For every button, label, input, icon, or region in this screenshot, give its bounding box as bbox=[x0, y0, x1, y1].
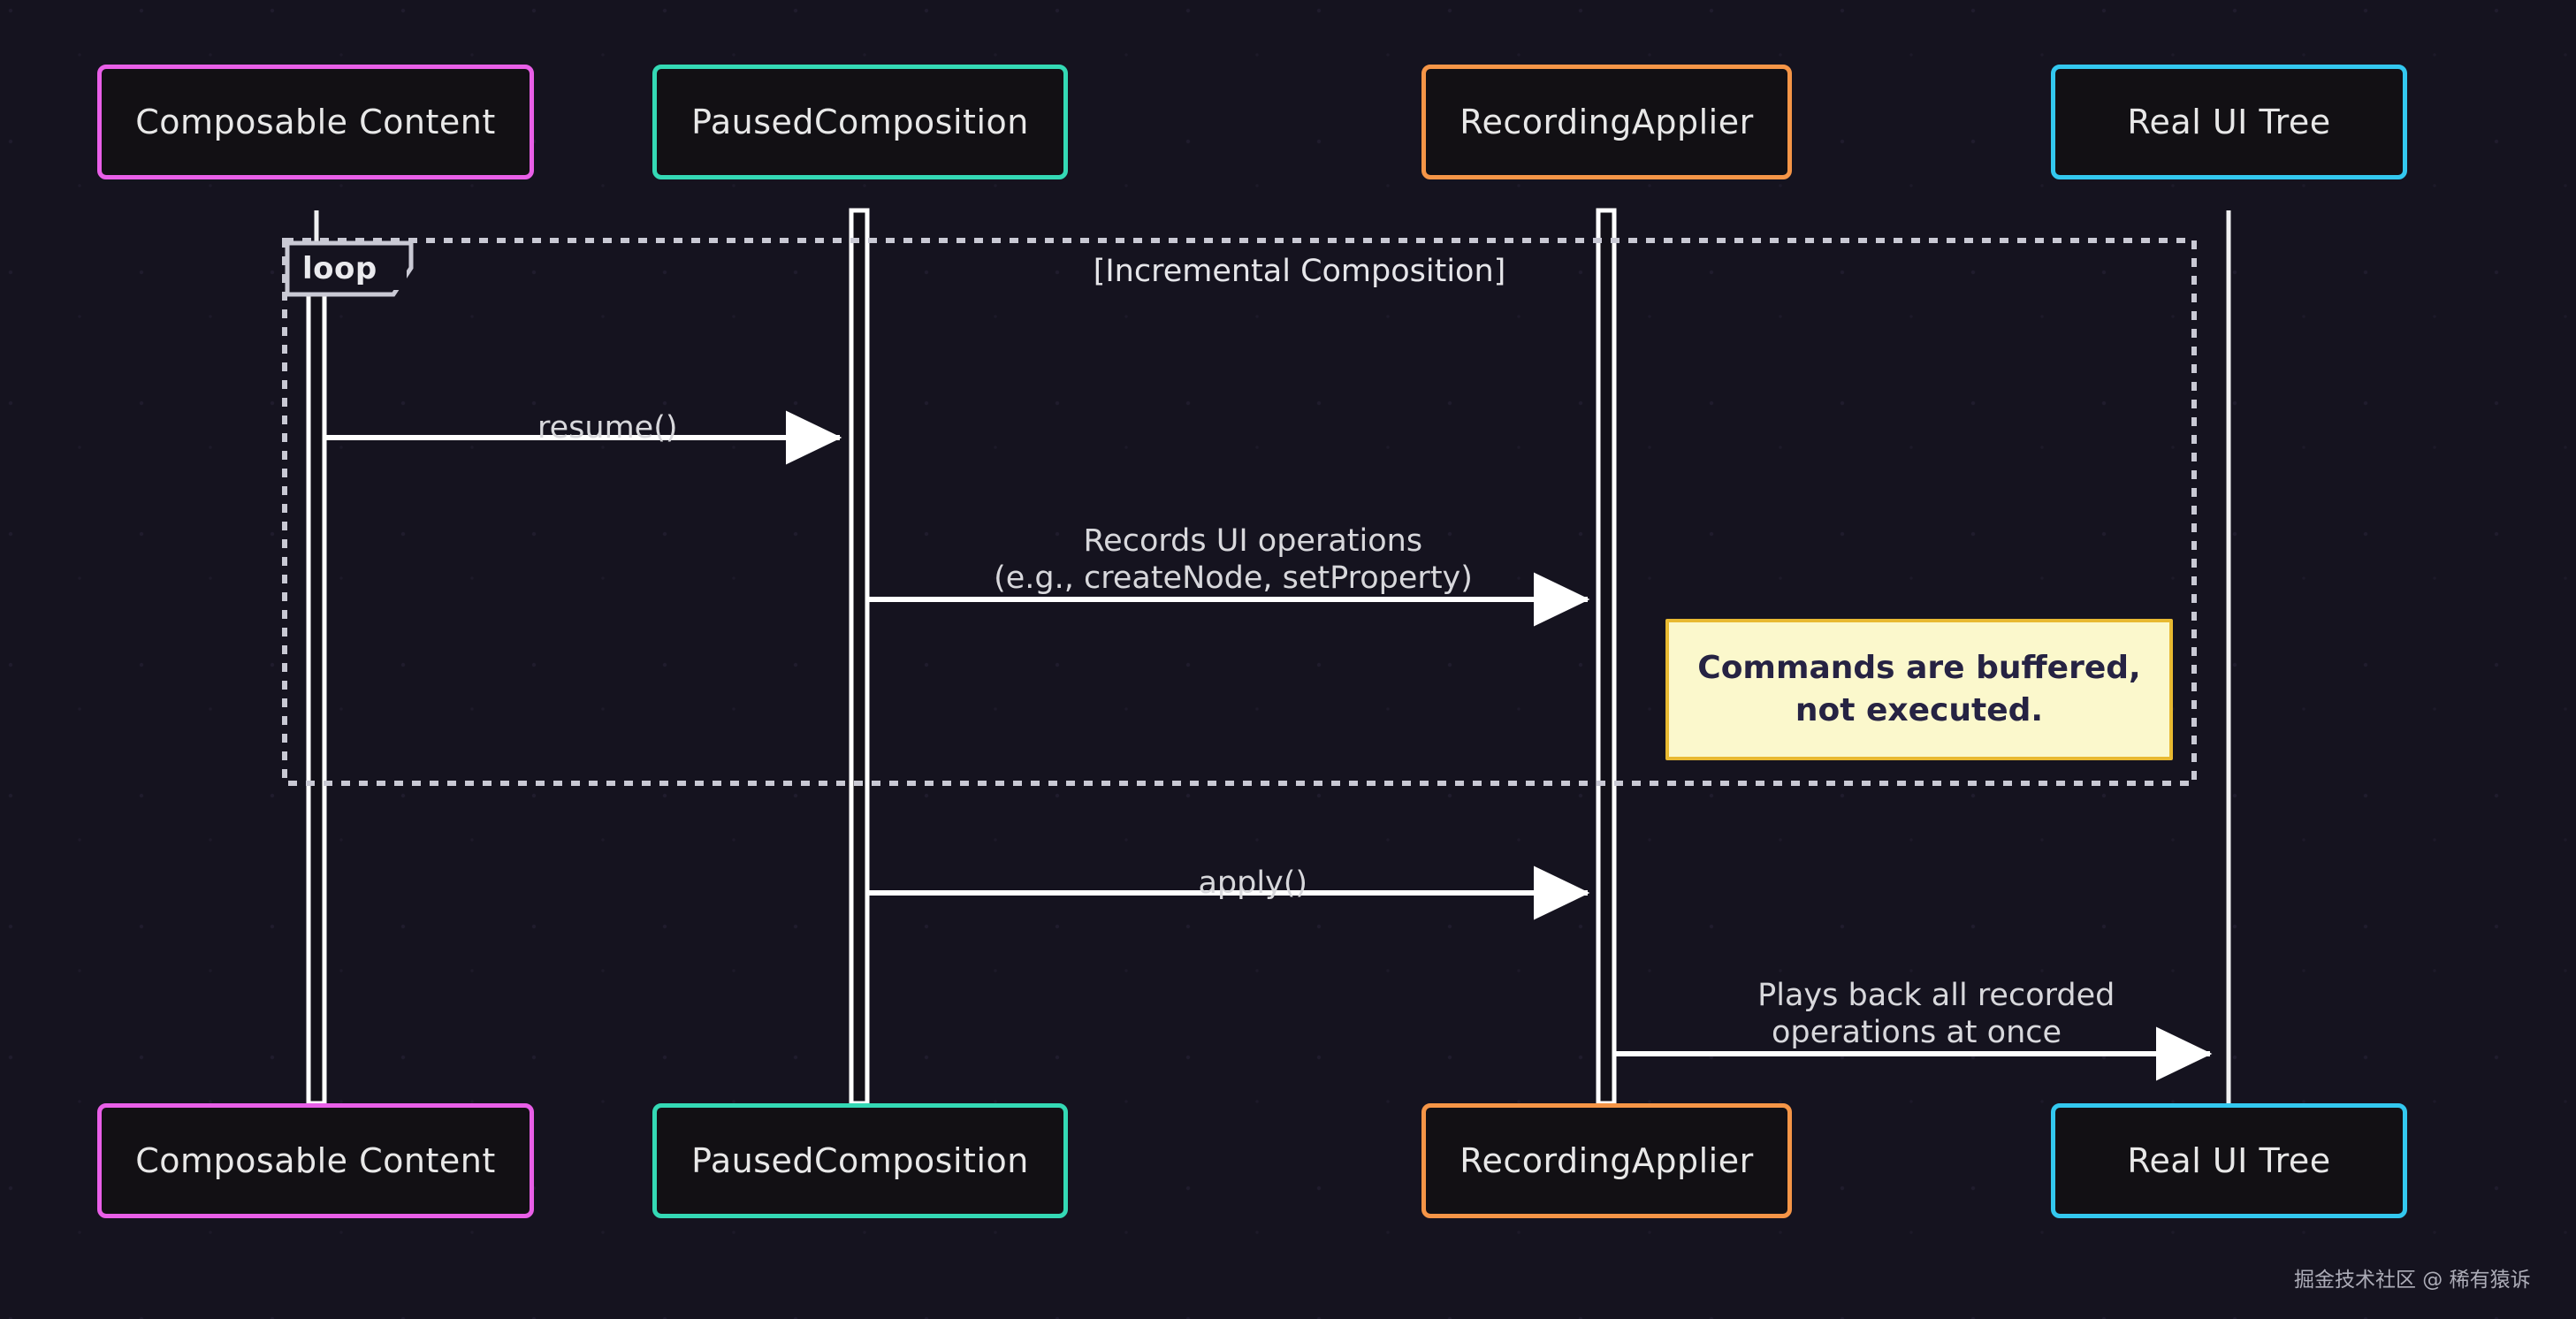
loop-label-text: loop bbox=[302, 251, 377, 286]
participant-box-top-composable[interactable]: Composable Content bbox=[97, 65, 534, 179]
watermark-text: 掘金技术社区 @ 稀有猿诉 bbox=[2294, 1269, 2531, 1292]
participant-label: Real UI Tree bbox=[2127, 103, 2331, 141]
activation-paused bbox=[849, 208, 870, 1106]
watermark: 掘金技术社区 @ 稀有猿诉 bbox=[2294, 1262, 2531, 1292]
participant-box-bottom-paused[interactable]: PausedComposition bbox=[652, 1103, 1068, 1218]
participant-box-bottom-applier[interactable]: RecordingApplier bbox=[1421, 1103, 1792, 1218]
participant-label: Composable Content bbox=[135, 1141, 496, 1180]
activation-composable bbox=[306, 254, 327, 1106]
loop-title-text: [Incremental Composition] bbox=[1093, 254, 1506, 289]
participant-box-top-applier[interactable]: RecordingApplier bbox=[1421, 65, 1792, 179]
participant-box-top-paused[interactable]: PausedComposition bbox=[652, 65, 1068, 179]
participant-box-bottom-composable[interactable]: Composable Content bbox=[97, 1103, 534, 1218]
loop-fragment-title: [Incremental Composition] bbox=[884, 254, 1715, 289]
activation-applier bbox=[1596, 208, 1617, 1106]
note-text: Commands are buffered, not executed. bbox=[1697, 650, 2141, 728]
loop-fragment-border bbox=[282, 238, 2197, 786]
message-arrows bbox=[324, 410, 2213, 1081]
participant-label: RecordingApplier bbox=[1459, 103, 1754, 141]
participant-label: Real UI Tree bbox=[2127, 1141, 2331, 1180]
participant-label: PausedComposition bbox=[691, 1141, 1029, 1180]
participant-label: Composable Content bbox=[135, 103, 496, 141]
activation-bars bbox=[306, 208, 1617, 1106]
participant-box-bottom-uitree[interactable]: Real UI Tree bbox=[2051, 1103, 2407, 1218]
loop-fragment-tab-label: loop bbox=[292, 248, 407, 290]
note-commands-buffered: Commands are buffered, not executed. bbox=[1665, 619, 2173, 760]
participant-label: RecordingApplier bbox=[1459, 1141, 1754, 1180]
participant-box-top-uitree[interactable]: Real UI Tree bbox=[2051, 65, 2407, 179]
participant-label: PausedComposition bbox=[691, 103, 1029, 141]
